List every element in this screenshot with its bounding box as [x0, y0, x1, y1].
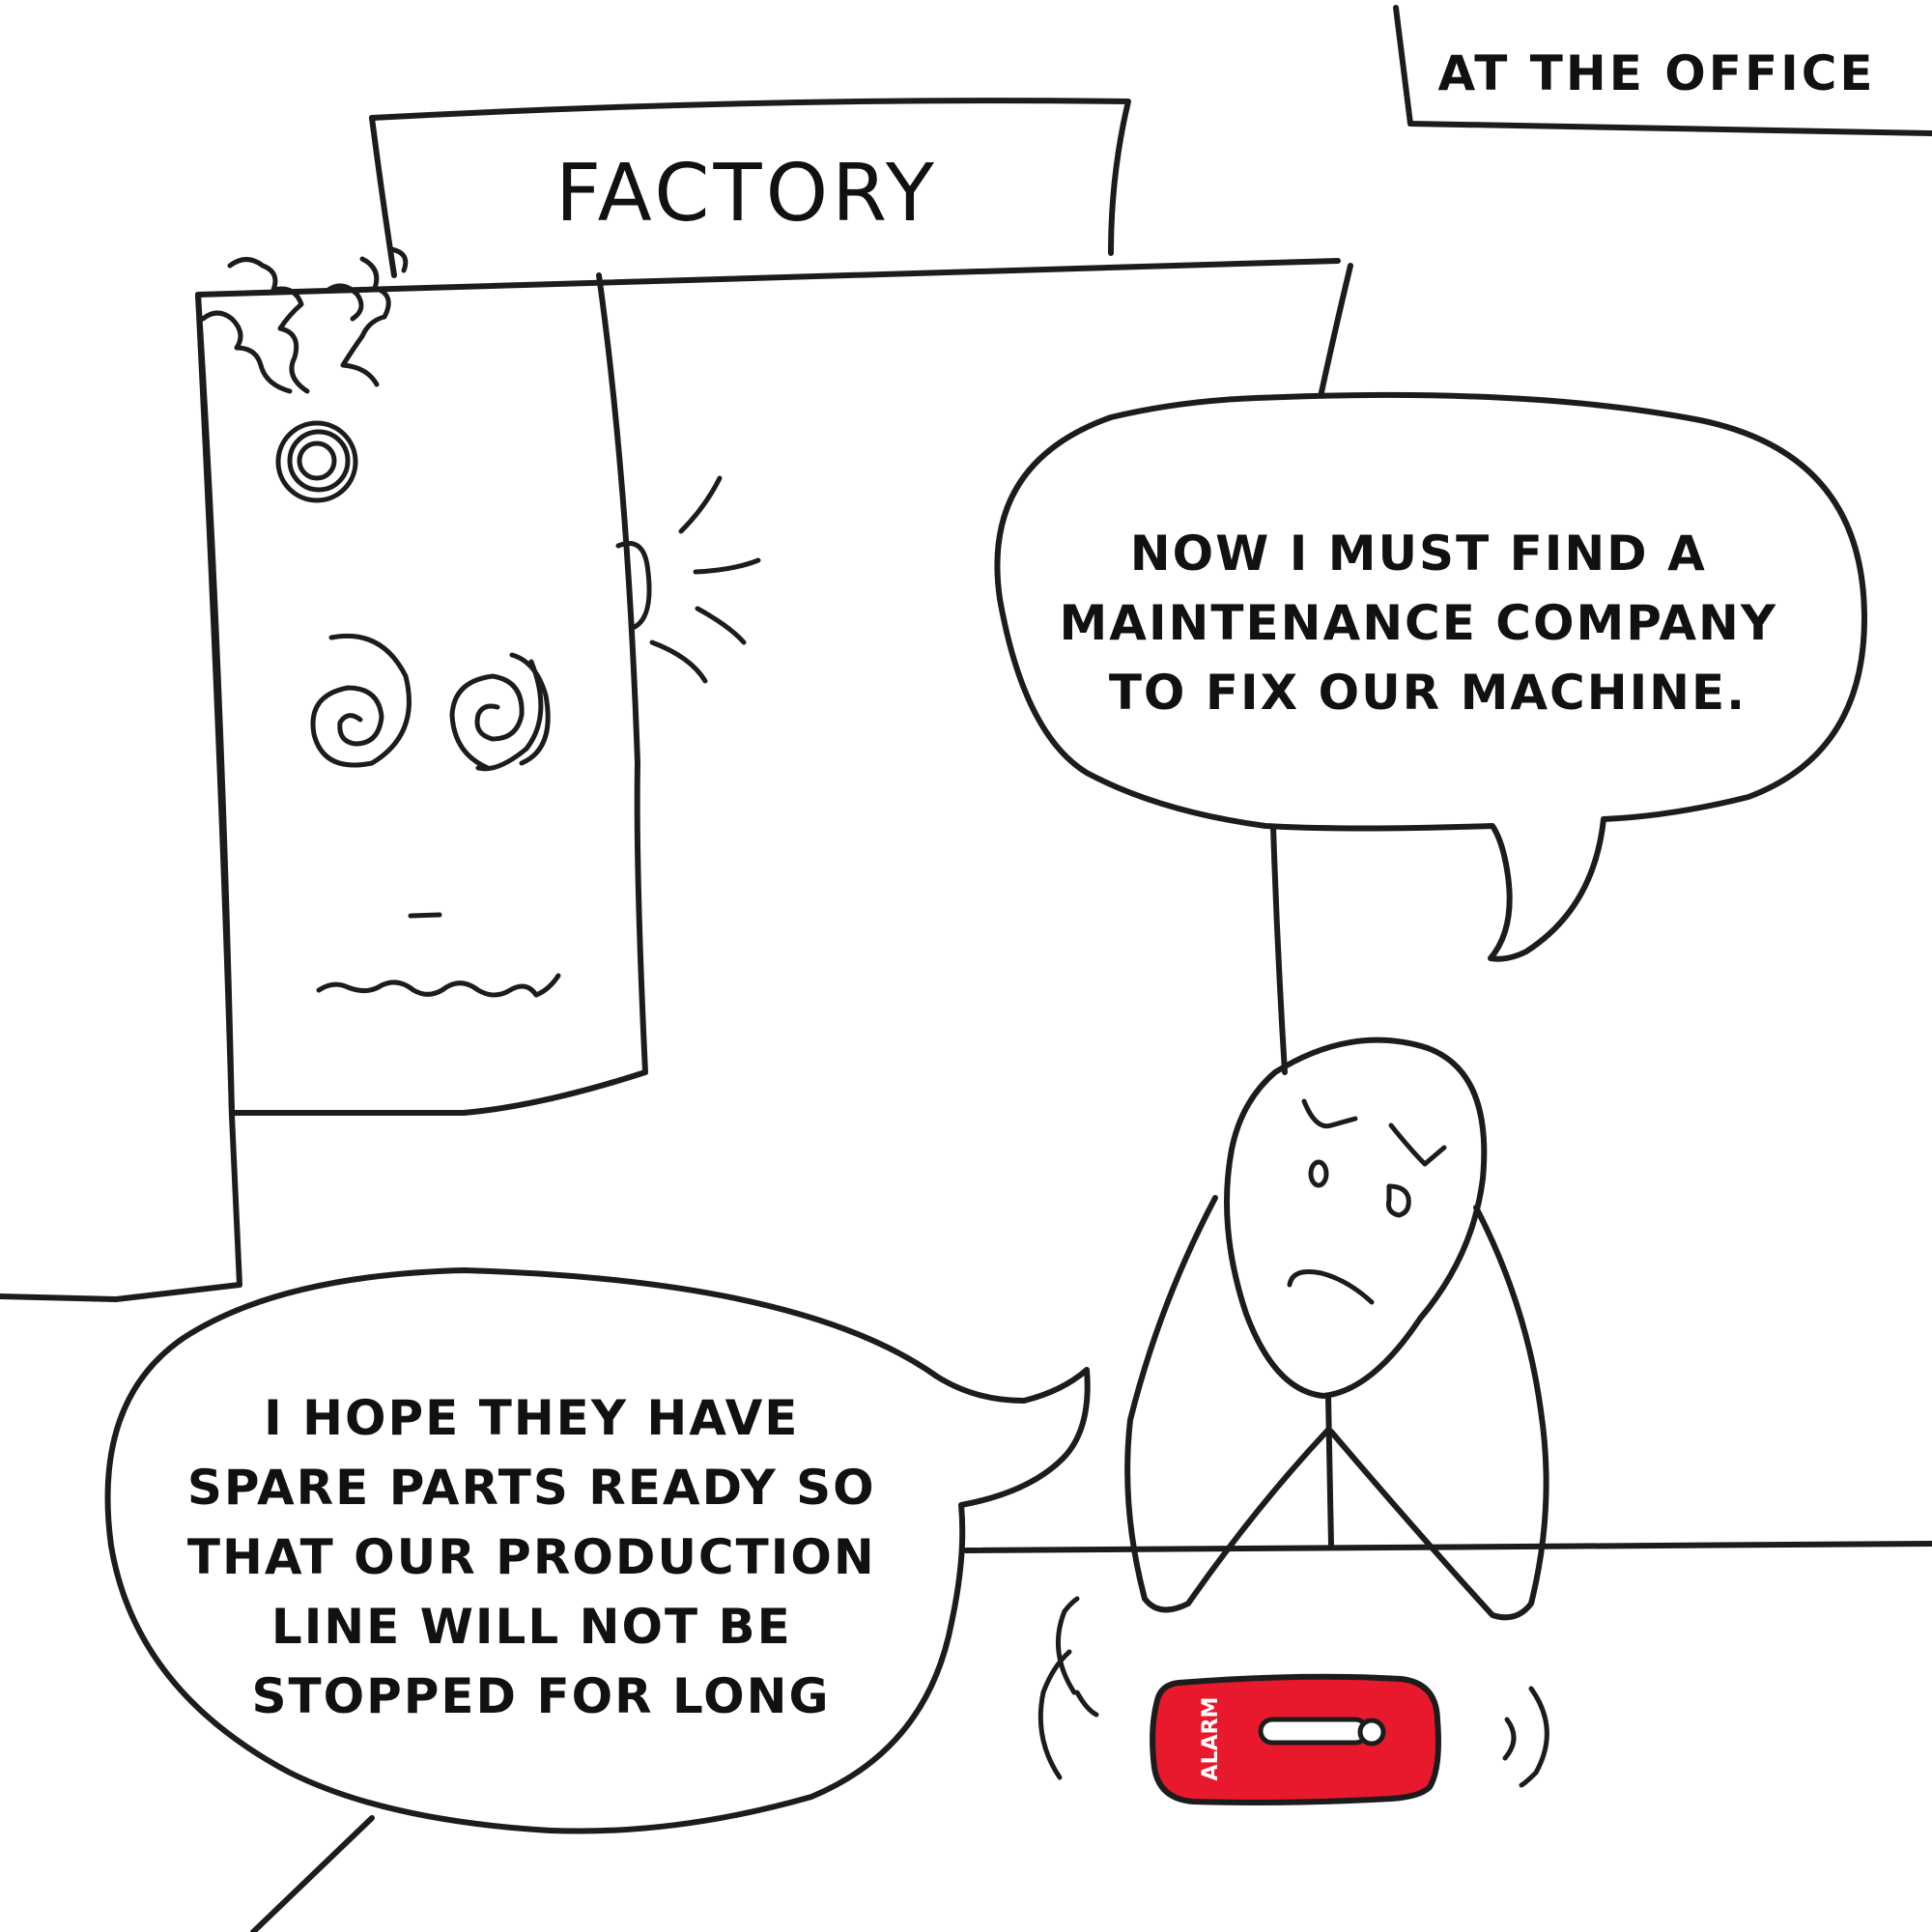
- smoke-puff-icon: [200, 246, 409, 503]
- svg-text:NOW I MUST FIND A MAINTE: NOW I MUST FIND A MAINTENANCE COMPANY TO…: [1060, 526, 1797, 721]
- dizzy-eye-left-icon: [310, 633, 412, 768]
- alarm-sound-wave-icon: [1074, 1690, 1099, 1718]
- shake-mark: [678, 475, 723, 534]
- caption-box: AT THE OFFICE: [1393, 5, 1932, 136]
- speech-bubble-top: NOW I MUST FIND A MAINTENANCE COMPANY TO…: [994, 391, 1867, 962]
- speech-bottom-line-3: THAT OUR PRODUCTION: [187, 1529, 876, 1585]
- speech-top-line-3: TO FIX OUR MACHINE.: [1109, 665, 1747, 721]
- factory-sign-label: FACTORY: [555, 148, 938, 240]
- desk-leg-line: [250, 1815, 375, 1932]
- machine-mouth: [316, 973, 561, 998]
- office-wall-line: [1270, 823, 1288, 1075]
- speech-bubble-bottom: I HOPE THEY HAVE SPARE PARTS READY SO TH…: [104, 1267, 1091, 1834]
- shake-mark: [693, 557, 761, 575]
- shake-mark: [695, 606, 747, 645]
- broken-machine: [195, 246, 761, 1116]
- caption-location-text: AT THE OFFICE: [1437, 45, 1875, 101]
- alarm-device: ALARM: [1037, 1596, 1549, 1805]
- speech-bottom-line-2: SPARE PARTS READY SO: [187, 1460, 876, 1516]
- alarm-sound-wave-icon: [1519, 1686, 1549, 1788]
- alarm-light: [1357, 1718, 1386, 1747]
- speech-bottom-line-5: STOPPED FOR LONG: [251, 1668, 830, 1724]
- shake-mark: [649, 639, 708, 684]
- alarm-label: ALARM: [1199, 1697, 1223, 1781]
- alarm-sound-wave-icon: [1037, 1649, 1072, 1780]
- alarm-sound-wave-icon: [1055, 1596, 1080, 1695]
- svg-text:I HOPE THEY HAVE SPARE P: I HOPE THEY HAVE SPARE PARTS READY SO TH…: [187, 1390, 895, 1724]
- machine-nose: [408, 912, 442, 919]
- desk-edge: [963, 1541, 1932, 1553]
- worried-person: [1124, 1037, 1549, 1621]
- speech-top-line-2: MAINTENANCE COMPANY: [1060, 595, 1778, 651]
- dizzy-eye-right-icon: [449, 652, 551, 772]
- alarm-sound-wave-icon: [1502, 1717, 1517, 1761]
- speech-bottom-line-1: I HOPE THEY HAVE: [264, 1390, 799, 1446]
- speech-top-line-1: NOW I MUST FIND A: [1130, 526, 1707, 582]
- speech-bottom-line-4: LINE WILL NOT BE: [271, 1599, 792, 1655]
- alarm-slot: [1258, 1717, 1370, 1746]
